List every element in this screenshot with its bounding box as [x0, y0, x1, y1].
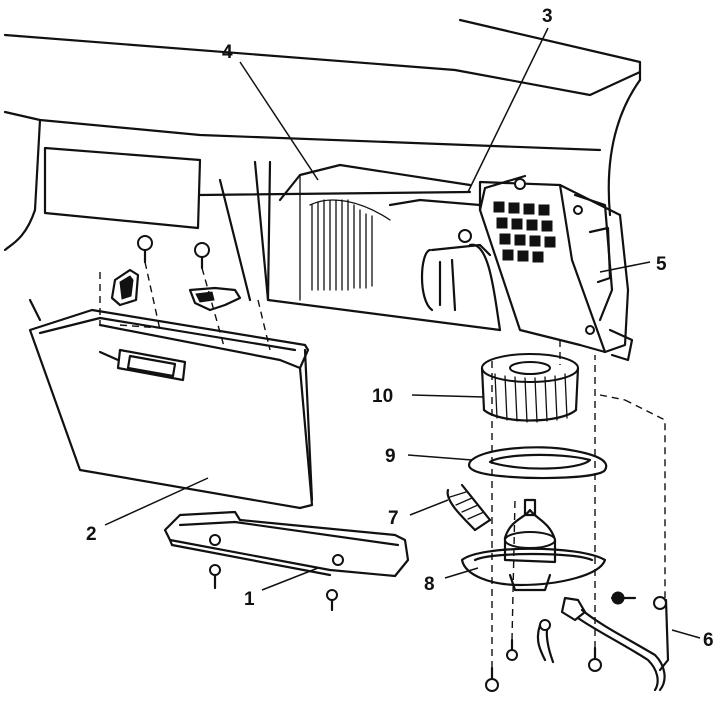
- heater-housing: [198, 160, 502, 332]
- gasket: [467, 446, 608, 480]
- blower-case: [478, 174, 634, 362]
- callout-label-4: 4: [222, 42, 233, 63]
- callout-label-8: 8: [424, 574, 435, 595]
- dashboard-outline: [3, 18, 642, 322]
- callout-label-7: 7: [388, 508, 399, 529]
- callout-label-6: 6: [703, 630, 714, 651]
- callout-label-5: 5: [656, 254, 667, 275]
- leader-lines: [104, 27, 701, 639]
- callout-label-9: 9: [385, 446, 396, 467]
- hose: [446, 483, 492, 532]
- wiring-harness: [536, 591, 670, 692]
- dashboard-panel-opening: [43, 146, 202, 230]
- lower-trim-cover: [163, 510, 410, 612]
- callout-label-10: 10: [372, 386, 393, 407]
- glove-box-door: [28, 308, 314, 510]
- callout-label-3: 3: [542, 6, 553, 27]
- callout-labels: 4 3 5 10 9 7 8 6 2 1: [86, 6, 714, 651]
- blower-motor: [460, 498, 607, 592]
- glove-box-hardware: [99, 235, 271, 351]
- callout-label-1: 1: [244, 589, 255, 610]
- blower-case-grille: [493, 201, 556, 263]
- assembly-screws: [485, 340, 666, 692]
- callout-label-2: 2: [86, 524, 97, 545]
- blower-fan: [480, 353, 580, 423]
